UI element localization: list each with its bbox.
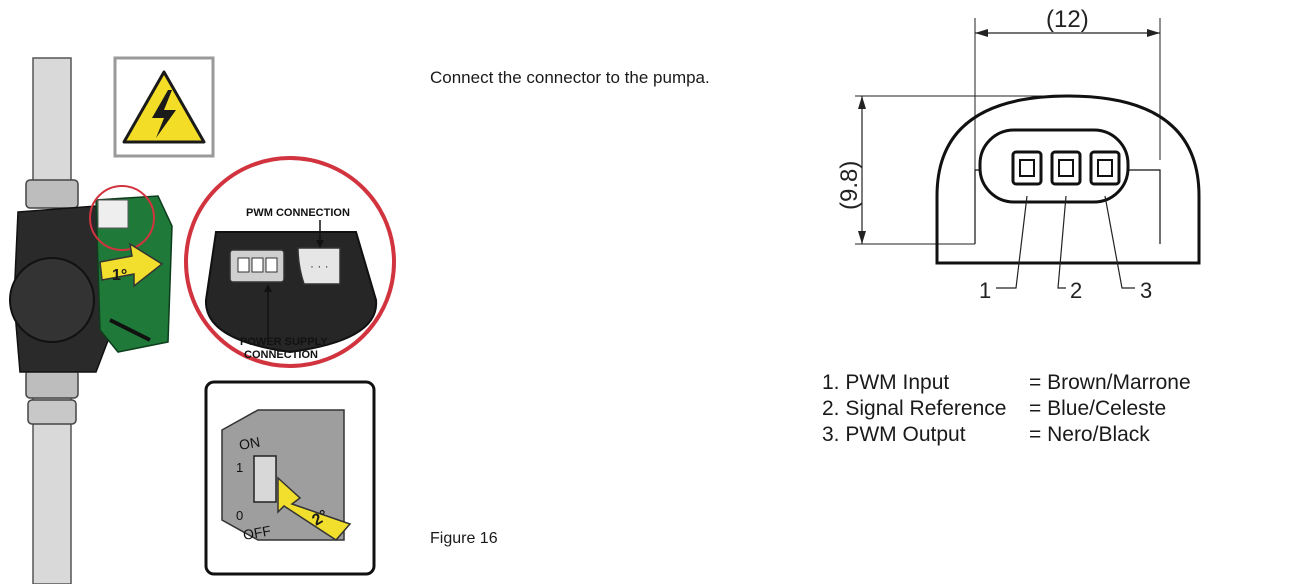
connector-outline bbox=[935, 94, 1201, 265]
switch-plate bbox=[221, 409, 345, 541]
power-leader-arrowhead bbox=[264, 284, 272, 292]
pipe-nut-top bbox=[25, 179, 79, 209]
power-socket-pin-2 bbox=[251, 257, 264, 273]
cable bbox=[109, 318, 151, 342]
height-arrow-top bbox=[858, 96, 866, 109]
connector-highlight-circle bbox=[89, 185, 155, 251]
pin-legend-pin: 1. PWM Input bbox=[822, 371, 950, 394]
pin-legend-row: 1. PWM Input = Brown/Marrone bbox=[822, 370, 1191, 396]
step2-label: 2° bbox=[310, 507, 332, 529]
pin-legend-pin: 2. Signal Reference bbox=[822, 397, 1007, 420]
step1-arrow-icon bbox=[99, 242, 164, 288]
step1-label: 1° bbox=[112, 267, 127, 284]
height-arrow-bottom bbox=[858, 231, 866, 244]
switch-one-label: 1 bbox=[236, 460, 243, 475]
pin-legend-pin: 3. PWM Output bbox=[822, 423, 966, 446]
switch-off-label: OFF bbox=[242, 522, 272, 543]
pin-legend-color: = Brown/Marrone bbox=[1029, 371, 1191, 394]
switch-zero-label: 0 bbox=[236, 508, 243, 523]
power-supply-label-line2: CONNECTION bbox=[244, 349, 318, 361]
pin-1-leader bbox=[996, 195, 1028, 289]
switch-on-label: ON bbox=[238, 434, 261, 453]
pin-3-terminal-inner bbox=[1097, 159, 1113, 177]
width-arrow-left bbox=[975, 29, 988, 37]
pin-2-terminal-inner bbox=[1058, 159, 1074, 177]
pin-2-label: 2 bbox=[1070, 278, 1082, 303]
pin-1-terminal-inner bbox=[1019, 159, 1035, 177]
instruction-text: Connect the connector to the pumpa. bbox=[430, 68, 710, 87]
pin-1-label: 1 bbox=[979, 278, 991, 303]
pipe-nut-bottom-2 bbox=[27, 399, 77, 425]
pwm-socket-dots: · · · bbox=[310, 259, 329, 273]
connector-plug bbox=[97, 199, 129, 229]
width-arrow-right bbox=[1147, 29, 1160, 37]
installation-illustration: 1° · · · PWM CONNECTION POWER SUPPLY CON… bbox=[9, 56, 396, 584]
pwm-leader-arrowhead bbox=[316, 240, 324, 248]
pin-3-label: 3 bbox=[1140, 278, 1152, 303]
pwm-socket bbox=[297, 247, 341, 285]
pwm-connection-label: PWM CONNECTION bbox=[246, 207, 350, 219]
figure-caption: Figure 16 bbox=[430, 530, 498, 547]
pin-legend-row: 3. PWM Output = Nero/Black bbox=[822, 422, 1191, 448]
width-dimension-label: (12) bbox=[1046, 6, 1089, 33]
rocker-switch bbox=[253, 455, 277, 503]
pin-legend-color: = Nero/Black bbox=[1029, 423, 1150, 446]
pin-legend-color: = Blue/Celeste bbox=[1029, 397, 1167, 420]
power-supply-label-line1: POWER SUPPLY bbox=[240, 336, 328, 348]
pin-legend: 1. PWM Input = Brown/Marrone 2. Signal R… bbox=[822, 370, 1191, 448]
pin-3-leader bbox=[1104, 195, 1135, 289]
height-dimension-label: (9.8) bbox=[836, 161, 863, 210]
pin-2-leader bbox=[1057, 195, 1067, 289]
power-socket-pin-3 bbox=[265, 257, 278, 273]
power-socket-pin-1 bbox=[237, 257, 250, 273]
step2-arrow-icon bbox=[277, 476, 352, 541]
pipe-nut-bottom bbox=[25, 369, 79, 399]
lightning-bolt-icon bbox=[152, 90, 176, 138]
pipe-upper bbox=[32, 57, 72, 189]
connector-technical-drawing: (12) (9.8) 1 2 3 bbox=[836, 6, 1201, 303]
pin-legend-row: 2. Signal Reference = Blue/Celeste bbox=[822, 396, 1191, 422]
pump-motor bbox=[9, 257, 95, 343]
